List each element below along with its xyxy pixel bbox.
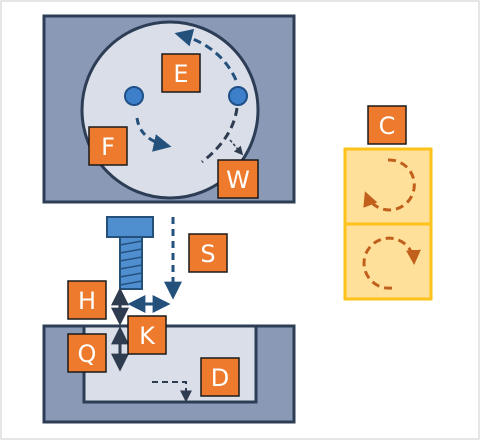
label-q: Q (67, 333, 107, 373)
rotation-arrow-top (174, 28, 238, 81)
rotation-arrow-left (135, 117, 172, 152)
label-d: D (200, 357, 240, 397)
label-h-text: H (78, 287, 96, 315)
label-w: W (217, 159, 259, 199)
depth-arrow-d (152, 381, 192, 403)
rotation-arrow-right (201, 107, 239, 164)
label-f: F (88, 126, 128, 166)
label-c-text: C (379, 112, 396, 140)
label-c: C (367, 105, 407, 145)
label-h: H (67, 280, 107, 320)
label-f-text: F (101, 133, 115, 161)
label-d-text: D (211, 364, 229, 392)
label-e-text: E (173, 60, 188, 88)
bolt (106, 216, 154, 290)
bolt-head (106, 216, 154, 238)
pin-left (124, 86, 144, 106)
bolt-threads (119, 240, 143, 286)
label-k-text: K (139, 322, 156, 350)
label-k: K (127, 315, 167, 355)
rotation-cells (343, 147, 433, 301)
clockwise-rotation-icon (362, 236, 421, 290)
label-s: S (188, 233, 228, 273)
label-q-text: Q (78, 340, 97, 368)
gap-arrow-w (229, 139, 244, 156)
label-w-text: W (226, 166, 250, 194)
label-s-text: S (200, 240, 215, 268)
pin-right (228, 86, 248, 106)
label-e: E (161, 53, 201, 93)
counterclockwise-rotation-icon (363, 158, 416, 212)
